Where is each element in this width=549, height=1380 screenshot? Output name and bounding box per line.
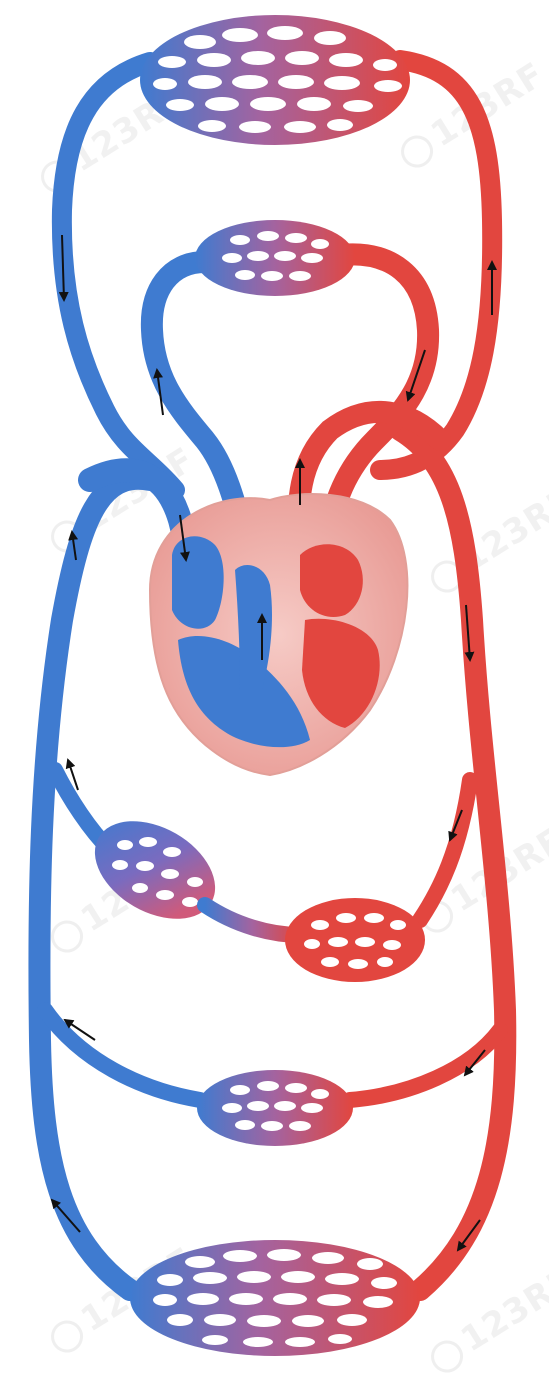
heart	[150, 494, 407, 775]
capillary-bed-bottom	[130, 1240, 420, 1356]
capillary-bed-lungs	[195, 220, 355, 296]
capillary-bed-digestive	[78, 801, 425, 982]
left-atrium	[300, 544, 363, 617]
artery-branch-lower	[350, 1030, 500, 1100]
artery-branch-mid	[420, 780, 470, 920]
vein-branch-lower	[45, 1010, 200, 1100]
capillary-bed-top	[140, 15, 410, 145]
right-atrium	[172, 536, 224, 628]
capillary-bed-lower	[197, 1070, 353, 1146]
